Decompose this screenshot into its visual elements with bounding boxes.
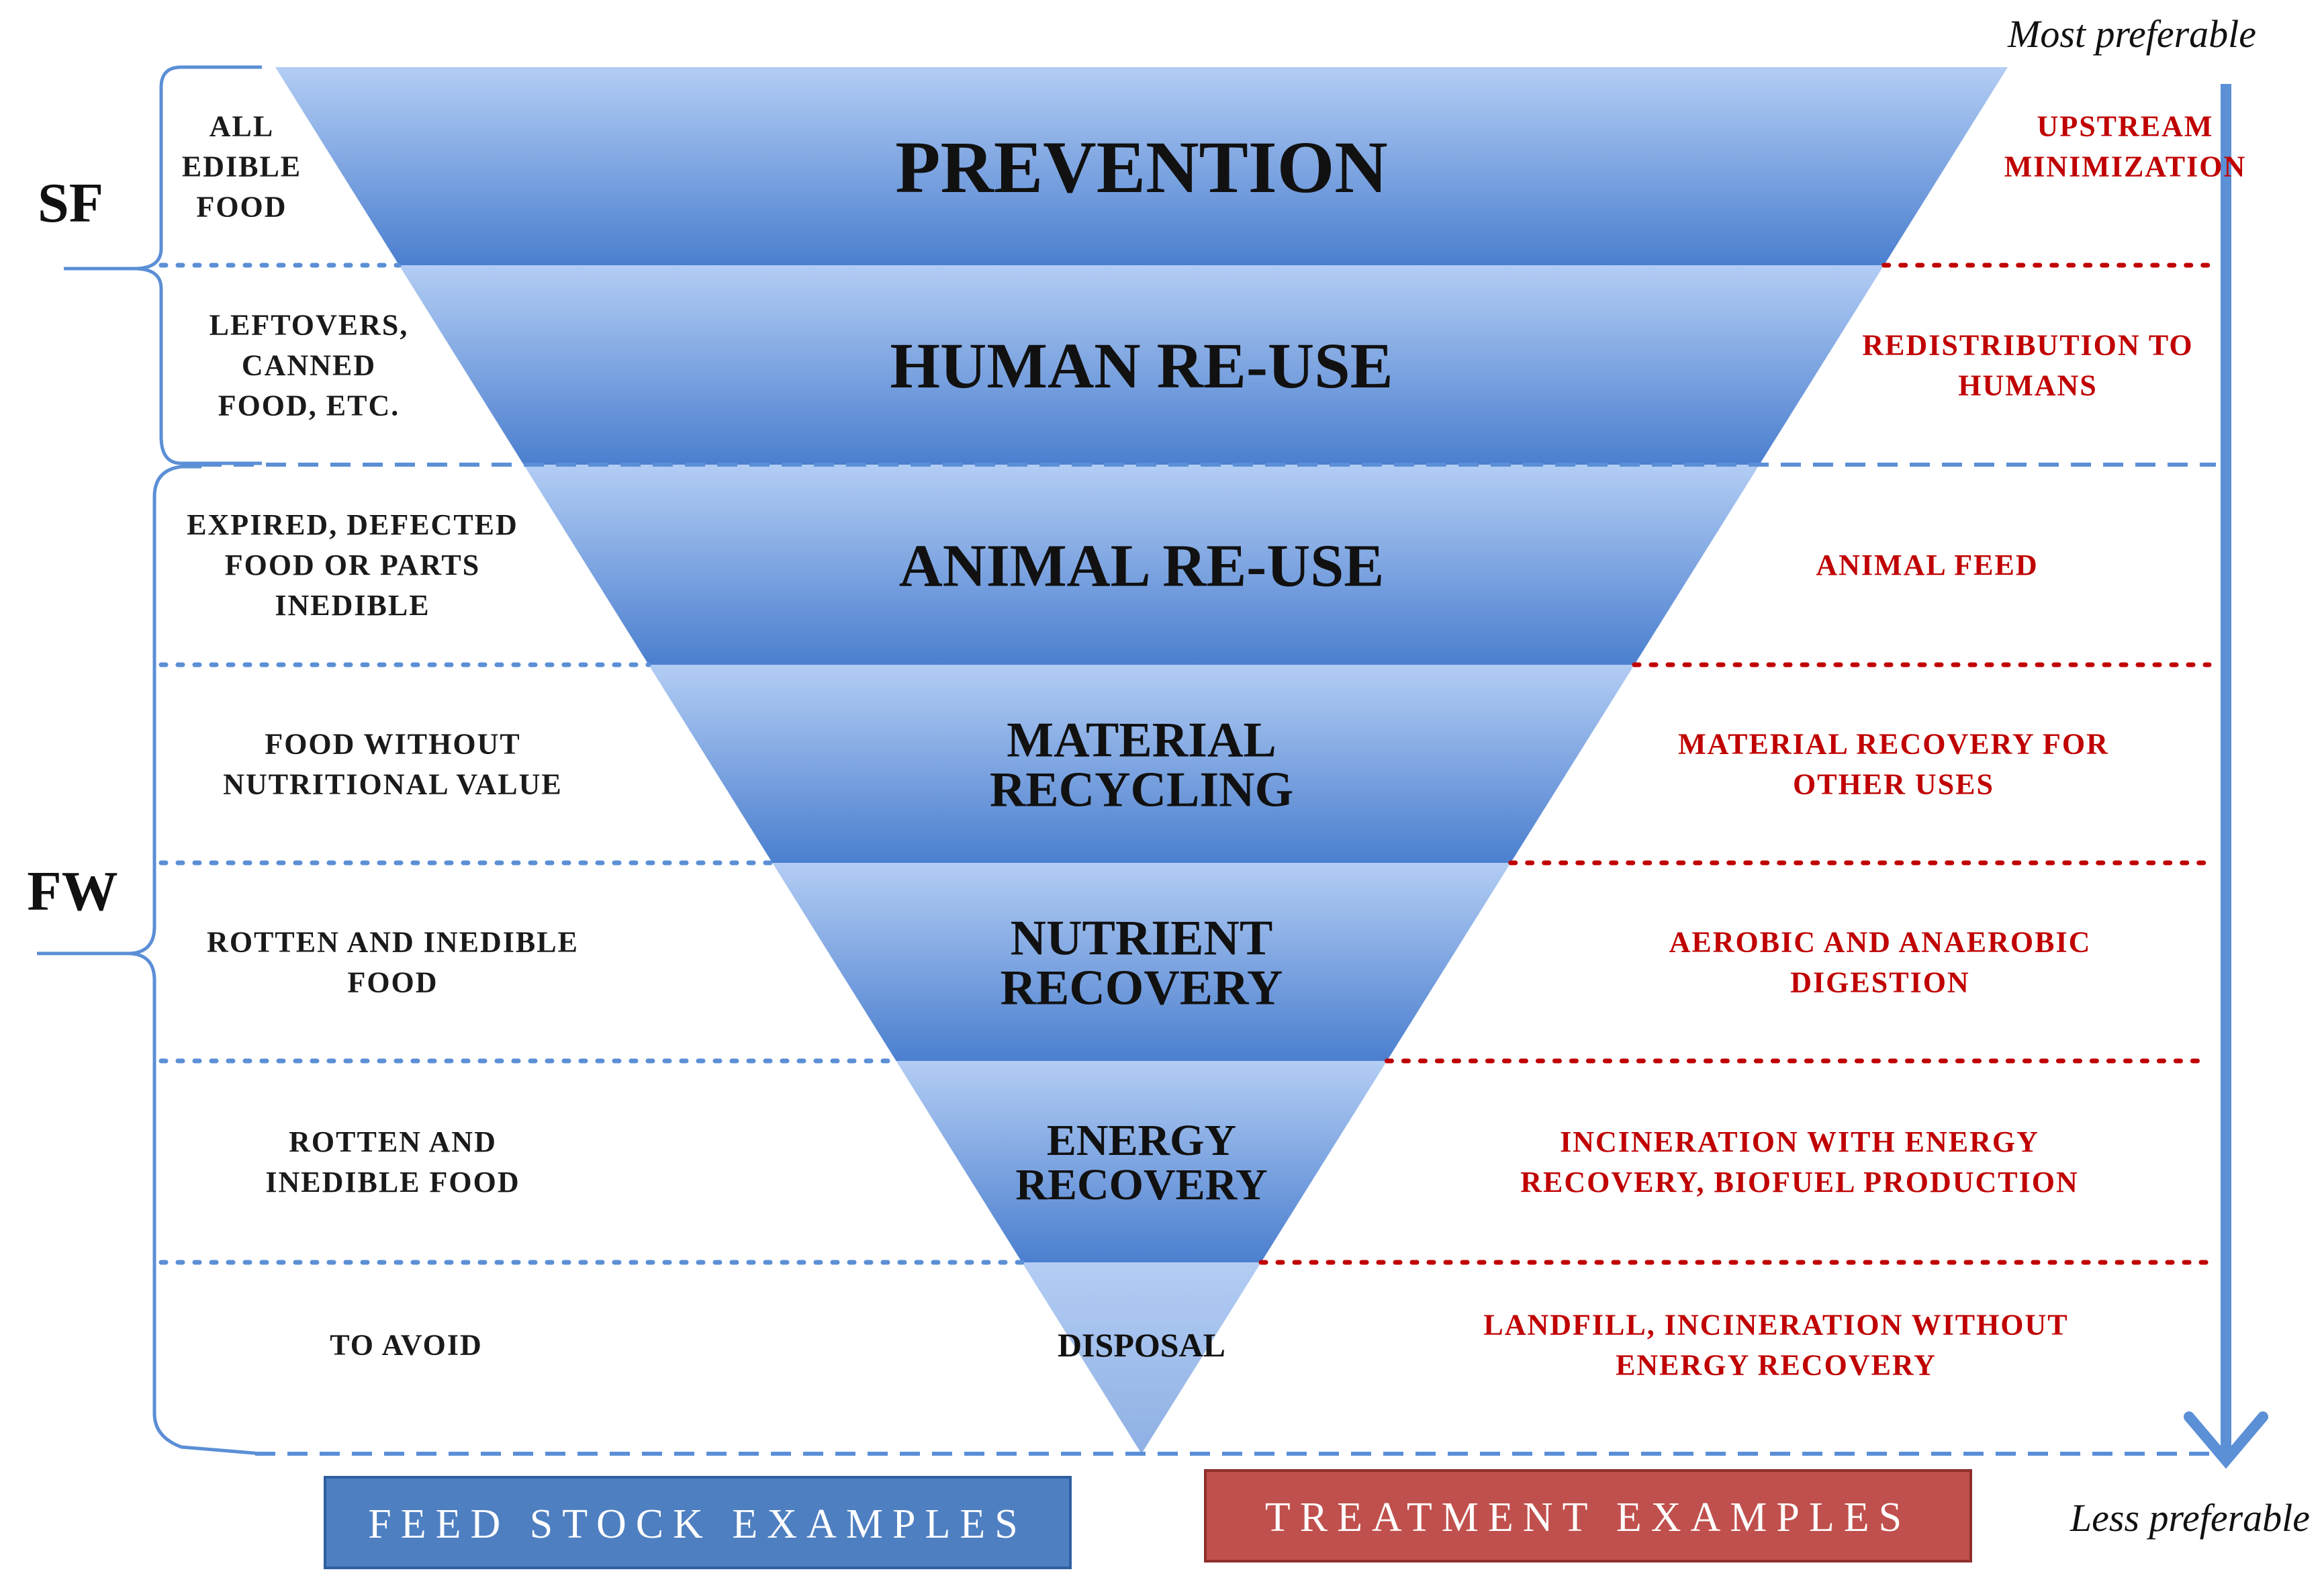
feedstock-example-text: FOOD xyxy=(196,191,287,224)
fw-label: FW xyxy=(27,860,118,923)
feedstock-example-text: ALL xyxy=(210,110,274,143)
feedstock-examples: ALL EDIBLE FOOD LEFTOVERS, CANNED FOOD, ETC. E… xyxy=(182,110,579,1362)
feedstock-example-text: FOOD, ETC. xyxy=(218,389,400,422)
treatment-example-text: HUMANS xyxy=(1958,369,2098,402)
treatment-example-text: RECOVERY, BIOFUEL PRODUCTION xyxy=(1520,1166,2079,1199)
treatment-example-text: REDISTRIBUTION TO xyxy=(1862,329,2193,362)
level-label: PREVENTION xyxy=(895,126,1387,208)
hierarchy-bands xyxy=(275,67,2008,1454)
preference-arrow-head xyxy=(2184,1411,2268,1469)
feedstock-example-text: FOOD WITHOUT xyxy=(265,728,520,761)
feedstock-example-text: CANNED xyxy=(242,349,376,382)
level-label: MATERIAL xyxy=(1007,712,1276,767)
hierarchy-band xyxy=(275,67,2008,265)
level-labels: PREVENTION HUMAN RE-USE ANIMAL RE-USE MATER… xyxy=(890,126,1393,1364)
treatment-legend-box: TREATMENT EXAMPLES xyxy=(1204,1469,1972,1562)
feedstock-example-text: ROTTEN AND INEDIBLE xyxy=(207,926,579,959)
feedstock-example-text: INEDIBLE FOOD xyxy=(265,1166,520,1199)
feedstock-example-text: EDIBLE xyxy=(182,150,301,183)
treatment-example-text: ENERGY RECOVERY xyxy=(1616,1349,1937,1382)
treatment-example-text: UPSTREAM xyxy=(2037,110,2214,143)
sf-label: SF xyxy=(38,172,103,234)
level-label: RECYCLING xyxy=(990,762,1293,817)
hierarchy-band xyxy=(523,465,1760,665)
level-label: RECOVERY xyxy=(1015,1160,1267,1209)
hierarchy-band xyxy=(772,863,1511,1061)
level-label: ANIMAL RE-USE xyxy=(899,533,1385,600)
feedstock-example-text: TO AVOID xyxy=(330,1329,482,1362)
treatment-example-text: LANDFILL, INCINERATION WITHOUT xyxy=(1483,1309,2068,1342)
hierarchy-band xyxy=(1021,1262,1262,1454)
level-label: HUMAN RE-USE xyxy=(890,330,1393,402)
feedstock-example-text: ROTTEN AND xyxy=(289,1125,497,1158)
hierarchy-band xyxy=(648,665,1635,863)
level-label: ENERGY xyxy=(1047,1116,1236,1165)
feedstock-example-text: LEFTOVERS, xyxy=(210,309,409,342)
feedstock-example-text: INEDIBLE xyxy=(275,589,430,622)
fw-bracket xyxy=(37,465,263,1456)
feedstock-example-text: NUTRITIONAL VALUE xyxy=(223,768,563,801)
sf-bracket xyxy=(64,65,262,465)
hierarchy-band xyxy=(399,265,1884,465)
level-label: DISPOSAL xyxy=(1058,1326,1225,1364)
treatment-example-text: OTHER USES xyxy=(1793,768,1994,801)
level-dividers xyxy=(158,263,2216,1456)
level-label: RECOVERY xyxy=(1001,960,1283,1015)
feedstock-legend-box: FEED STOCK EXAMPLES xyxy=(324,1476,1072,1569)
feedstock-example-text: FOOD xyxy=(347,966,438,999)
feedstock-example-text: FOOD OR PARTS xyxy=(225,549,481,581)
treatment-example-text: MATERIAL RECOVERY FOR xyxy=(1678,728,2109,761)
treatment-legend-label: TREATMENT EXAMPLES xyxy=(1265,1495,1911,1540)
hierarchy-band xyxy=(896,1061,1387,1262)
feedstock-example-text: EXPIRED, DEFECTED xyxy=(187,508,518,541)
treatment-example-text: ANIMAL FEED xyxy=(1816,549,2038,581)
feedstock-legend-label: FEED STOCK EXAMPLES xyxy=(368,1501,1027,1547)
treatment-example-text: INCINERATION WITH ENERGY xyxy=(1560,1125,2039,1158)
level-label: NUTRIENT xyxy=(1011,911,1273,966)
less-preferable-label: Less preferable xyxy=(2070,1496,2310,1540)
treatment-examples: UPSTREAM MINIMIZATION REDISTRIBUTION TO HUM… xyxy=(1483,110,2247,1382)
treatment-example-text: AEROBIC AND ANAEROBIC xyxy=(1669,926,2092,959)
treatment-example-text: MINIMIZATION xyxy=(2004,150,2247,183)
treatment-example-text: DIGESTION xyxy=(1790,966,1969,999)
most-preferable-label: Most preferable xyxy=(2007,12,2256,56)
